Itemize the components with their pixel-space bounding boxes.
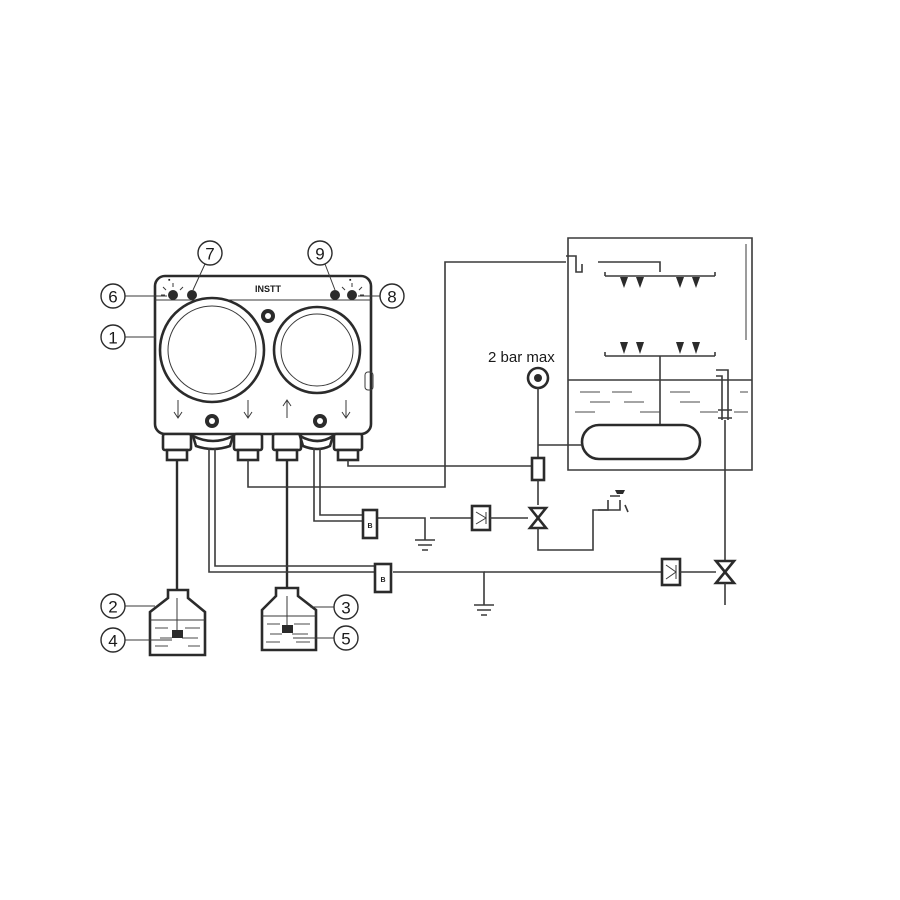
pressure-label: 2 bar max: [488, 349, 555, 366]
svg-text:▪: ▪: [168, 277, 171, 284]
rinse-aid-container: [260, 586, 318, 652]
svg-text:8: 8: [387, 288, 396, 307]
water-supply-line: [430, 480, 629, 551]
svg-text:B: B: [367, 523, 372, 530]
pressure-gauge: [526, 366, 582, 482]
pump-head-right: [272, 305, 362, 395]
svg-text:9: 9: [315, 245, 324, 264]
svg-text:B: B: [380, 577, 385, 584]
svg-text:4: 4: [108, 632, 117, 651]
dishwasher-cabinet: [566, 237, 753, 471]
svg-text:6: 6: [108, 288, 117, 307]
rinse-line: [247, 261, 566, 488]
callout-5: 5: [293, 625, 359, 651]
callout-9: 9: [307, 240, 336, 291]
callout-8: 8: [358, 283, 405, 309]
controller-box-right: B: [361, 508, 379, 540]
callout-1: 1: [100, 324, 156, 350]
callout-2: 2: [100, 593, 155, 619]
sensor-cable-right: [313, 448, 435, 551]
svg-text:▪: ▪: [349, 277, 352, 284]
second-supply-line: [484, 557, 737, 605]
controller-box-left: B: [373, 562, 393, 594]
svg-text:7: 7: [205, 245, 214, 264]
svg-text:3: 3: [341, 599, 350, 618]
rinse-boiler: [580, 423, 702, 461]
detergent-container: [148, 588, 207, 657]
pump-connectors: [161, 432, 364, 462]
svg-text:2: 2: [108, 598, 117, 617]
led-right-icon: ▪: [341, 277, 364, 300]
svg-text:5: 5: [341, 630, 350, 649]
callout-6: 6: [100, 283, 167, 309]
callout-4: 4: [100, 627, 172, 653]
pump-head-left: [158, 296, 266, 404]
svg-text:1: 1: [108, 329, 117, 348]
fill-pipe: [716, 369, 732, 565]
dosing-pump-unit: INSTT ▪ ▪: [153, 274, 374, 462]
sensor-cable-left: [208, 448, 494, 616]
callout-3: 3: [310, 594, 359, 620]
device-label: INSTT: [255, 284, 282, 294]
led-left-icon: ▪: [161, 277, 184, 300]
callout-7: 7: [192, 240, 223, 291]
